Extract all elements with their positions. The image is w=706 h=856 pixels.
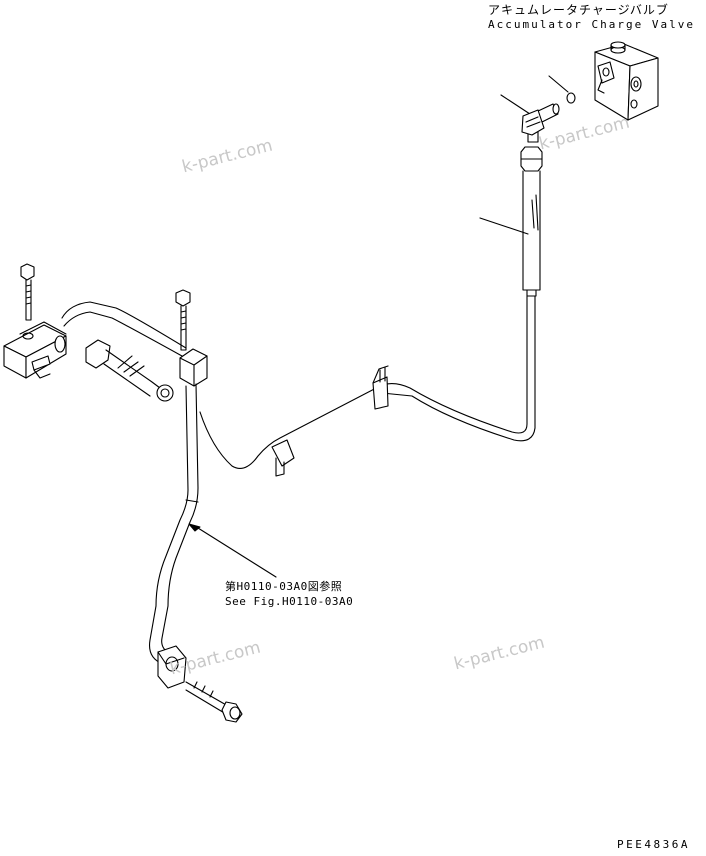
tube-line <box>200 296 527 468</box>
accumulator-charge-valve <box>595 42 658 120</box>
hose-assembly <box>521 147 542 296</box>
leader-line-elbow <box>501 95 533 116</box>
upper-bent-tube <box>62 302 186 356</box>
tube-clip-upper <box>373 366 388 409</box>
lower-bolt <box>186 682 242 722</box>
coupler-nut <box>86 340 173 401</box>
elbow-fitting <box>522 104 559 142</box>
leader-line-tube <box>198 528 276 577</box>
reference-label-en: See Fig.H0110-03A0 <box>225 595 354 608</box>
leader-arrow <box>189 524 200 531</box>
component-label-jp: アキュムレータチャージバルブ <box>488 3 669 17</box>
mounting-bolt-center <box>176 290 190 350</box>
component-label-en: Accumulator Charge Valve <box>488 18 695 31</box>
descending-tube <box>150 384 198 664</box>
tube-clip-lower <box>272 440 294 476</box>
reference-label-jp: 第H0110-03A0図参照 <box>225 580 343 593</box>
center-bracket <box>180 349 207 386</box>
leader-line-hose <box>480 218 528 234</box>
connector-block <box>4 322 66 378</box>
mounting-bolt-left <box>21 264 34 320</box>
o-ring <box>567 93 575 103</box>
drawing-code: PEE4836A <box>617 838 690 851</box>
lower-flange <box>158 646 186 688</box>
leader-line-oring <box>549 76 568 92</box>
tube-line-inner <box>382 296 535 441</box>
